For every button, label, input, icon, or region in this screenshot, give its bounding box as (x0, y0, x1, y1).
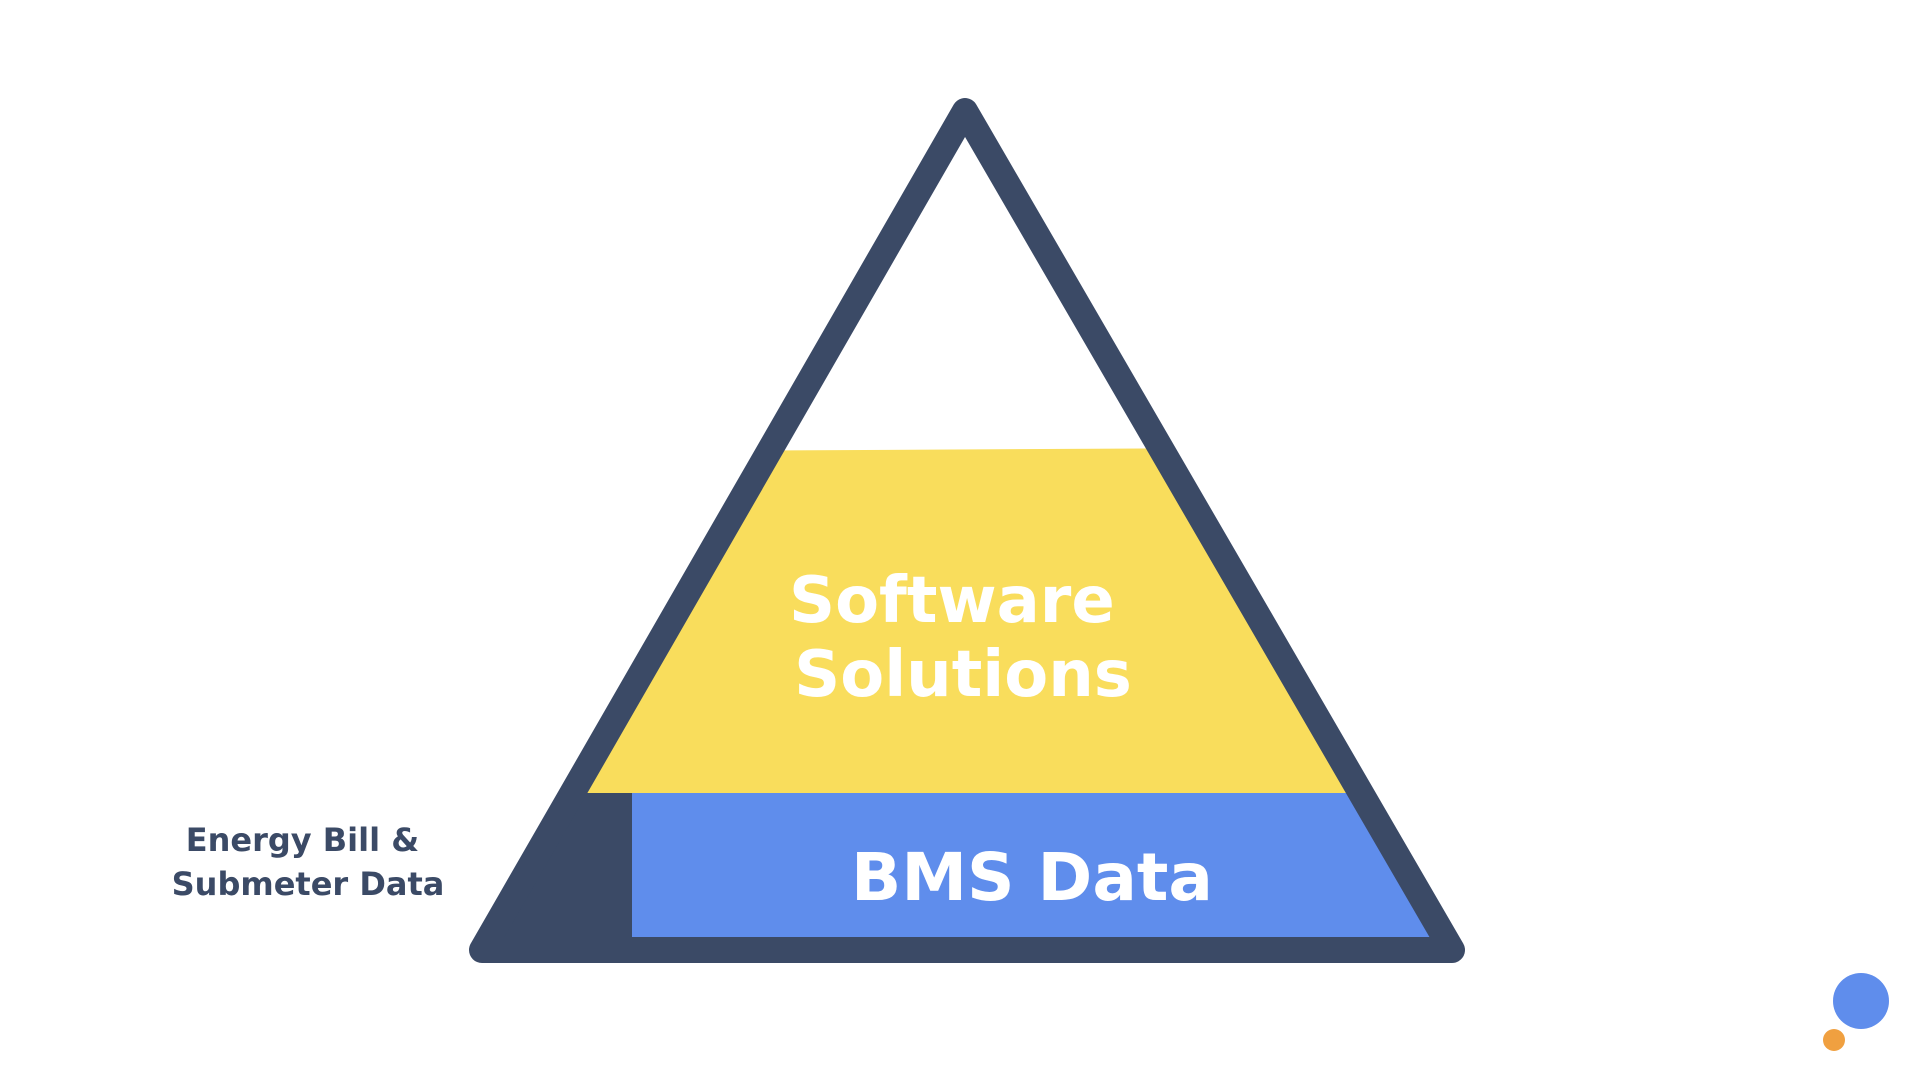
bms-data-label: BMS Data (851, 839, 1213, 916)
energy-bill-label: Energy Bill & Submeter Data (172, 821, 445, 903)
bms-data-layer (632, 793, 1452, 950)
dots-logo-icon (1823, 973, 1889, 1051)
software-solutions-label: Software Solutions (789, 564, 1137, 712)
pyramid-outline (469, 98, 1465, 963)
